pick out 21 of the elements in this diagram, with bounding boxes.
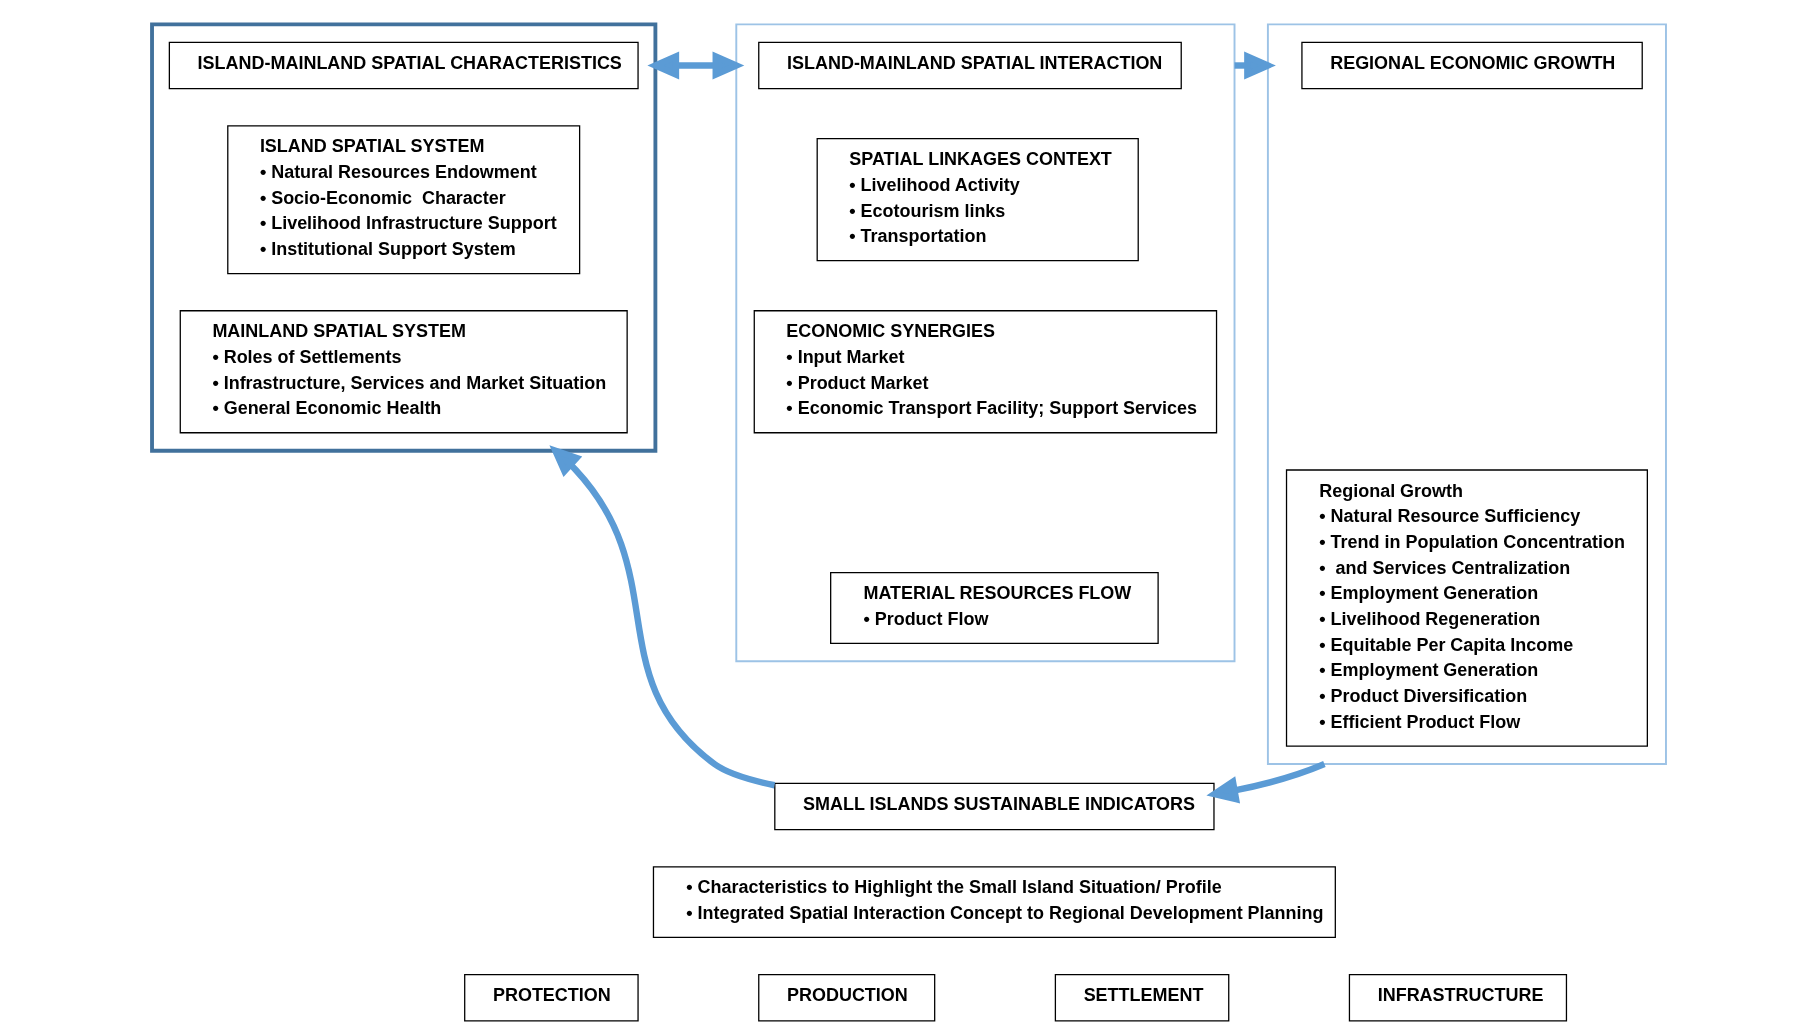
node-box: PRODUCTION [758, 973, 936, 1021]
node-box: SETTLEMENT [1054, 973, 1230, 1021]
node-box: Regional Growth • Natural Resource Sufficiency • Trend in Population Concentration • and Services Centralization • Employment Generation • Livelihood Regeneration • Equitable Per Capita Income • Employment Generation • Product Diversification • Efficient Product Flow [1285, 468, 1648, 747]
node-box: SPATIAL LINKAGES CONTEXT • Livelihood Activity • Ecotourism links • Transportation [816, 137, 1139, 261]
node-box: ISLAND-MAINLAND SPATIAL INTERACTION [758, 41, 1182, 89]
node-box: ECONOMIC SYNERGIES • Input Market • Product Market • Economic Transport Facility; Support Services [753, 309, 1218, 433]
cluster [735, 22, 1236, 662]
cluster [1266, 22, 1667, 765]
node-box: ISLAND SPATIAL SYSTEM • Natural Resources Endowment • Socio-Economic Character • Livelihood Infrastructure Support • Institutional Support System [227, 124, 581, 274]
node-box: ISLAND-MAINLAND SPATIAL CHARACTERISTICS [168, 41, 639, 89]
node-box: REGIONAL ECONOMIC GROWTH [1301, 41, 1643, 89]
node-box: • Characteristics to Highlight the Small Island Situation/ Profile • Integrated Spatial Interaction Concept to Regional Development Planning [652, 865, 1336, 938]
node-box: MAINLAND SPATIAL SYSTEM • Roles of Settlements • Infrastructure, Services and Market Situation • General Economic Health [179, 309, 628, 433]
cluster [150, 22, 658, 453]
arrow [549, 444, 776, 788]
node-box: SMALL ISLANDS SUSTAINABLE INDICATORS [774, 782, 1215, 830]
node-box: INFRASTRUCTURE [1348, 973, 1568, 1021]
arrow [1206, 760, 1326, 803]
node-box: PROTECTION [464, 973, 639, 1021]
node-box: MATERIAL RESOURCES FLOW • Product Flow [830, 571, 1159, 644]
arrow [647, 51, 745, 79]
